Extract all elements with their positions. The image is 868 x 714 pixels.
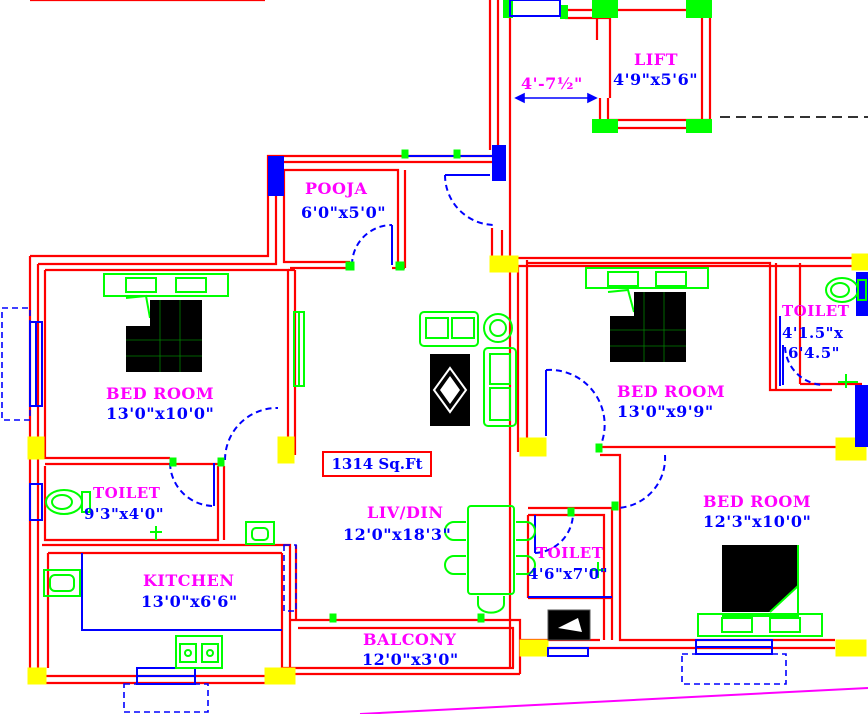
dining-table-icon xyxy=(444,505,536,614)
balcony-size: 12'0"x3'0" xyxy=(362,650,459,669)
bed-room-right-bottom-size: 12'3"x10'0" xyxy=(703,512,812,531)
lift-size: 4'9"x5'6" xyxy=(613,70,699,89)
toilet-left-size: 9'3"x4'0" xyxy=(84,505,165,523)
kitchen-label: KITCHEN xyxy=(143,571,235,590)
toilet-right-label: TOILET xyxy=(782,302,850,320)
liv-din-label: LIV/DIN xyxy=(367,503,444,522)
columns-yellow xyxy=(27,253,868,685)
toilet-partition xyxy=(528,316,781,598)
toilet-right-size-line2: 6'4.5" xyxy=(788,344,840,362)
bed-room-left-size: 13'0"x10'0" xyxy=(106,404,215,423)
toilet-mid-label: TOILET xyxy=(536,544,604,562)
tv-icon xyxy=(547,609,591,641)
bed-icon xyxy=(585,267,709,362)
kitchen-counter xyxy=(81,553,282,631)
lift-label: LIFT xyxy=(634,50,678,69)
wc-icon xyxy=(45,277,867,578)
liv-din-size: 12'0"x18'3" xyxy=(343,525,452,544)
sofa-icon xyxy=(293,311,517,427)
kitchen-size: 13'0"x6'6" xyxy=(141,592,238,611)
dimension-arrow xyxy=(514,92,598,104)
sink-icon xyxy=(43,521,275,597)
doors xyxy=(169,155,824,554)
toilet-left-label: TOILET xyxy=(93,484,161,502)
plant-icon xyxy=(430,354,470,426)
pooja-label: POOJA xyxy=(305,179,368,198)
toilet-mid-size: 4'6"x7'0" xyxy=(528,565,609,583)
wall-links xyxy=(169,149,619,623)
bed-room-right-bottom-label: BED ROOM xyxy=(703,492,812,511)
pooja-size: 6'0"x5'0" xyxy=(301,203,387,222)
bed-room-right-top-label: BED ROOM xyxy=(617,382,726,401)
balcony-label: BALCONY xyxy=(363,630,457,649)
area-label: 1314 Sq.Ft xyxy=(322,451,432,477)
window-projections xyxy=(1,307,787,713)
bottom-right-line xyxy=(359,687,868,714)
bed-icon xyxy=(103,273,229,372)
corridor-width: 4'-7½" xyxy=(521,74,583,93)
stove-icon xyxy=(175,635,223,669)
bed-room-left-label: BED ROOM xyxy=(106,384,215,403)
columns-green xyxy=(503,0,712,133)
bed-room-right-top-size: 13'0"x9'9" xyxy=(617,402,714,421)
bed-icon xyxy=(697,545,823,637)
toilet-right-size-line1: 4'1.5"x xyxy=(782,324,844,342)
